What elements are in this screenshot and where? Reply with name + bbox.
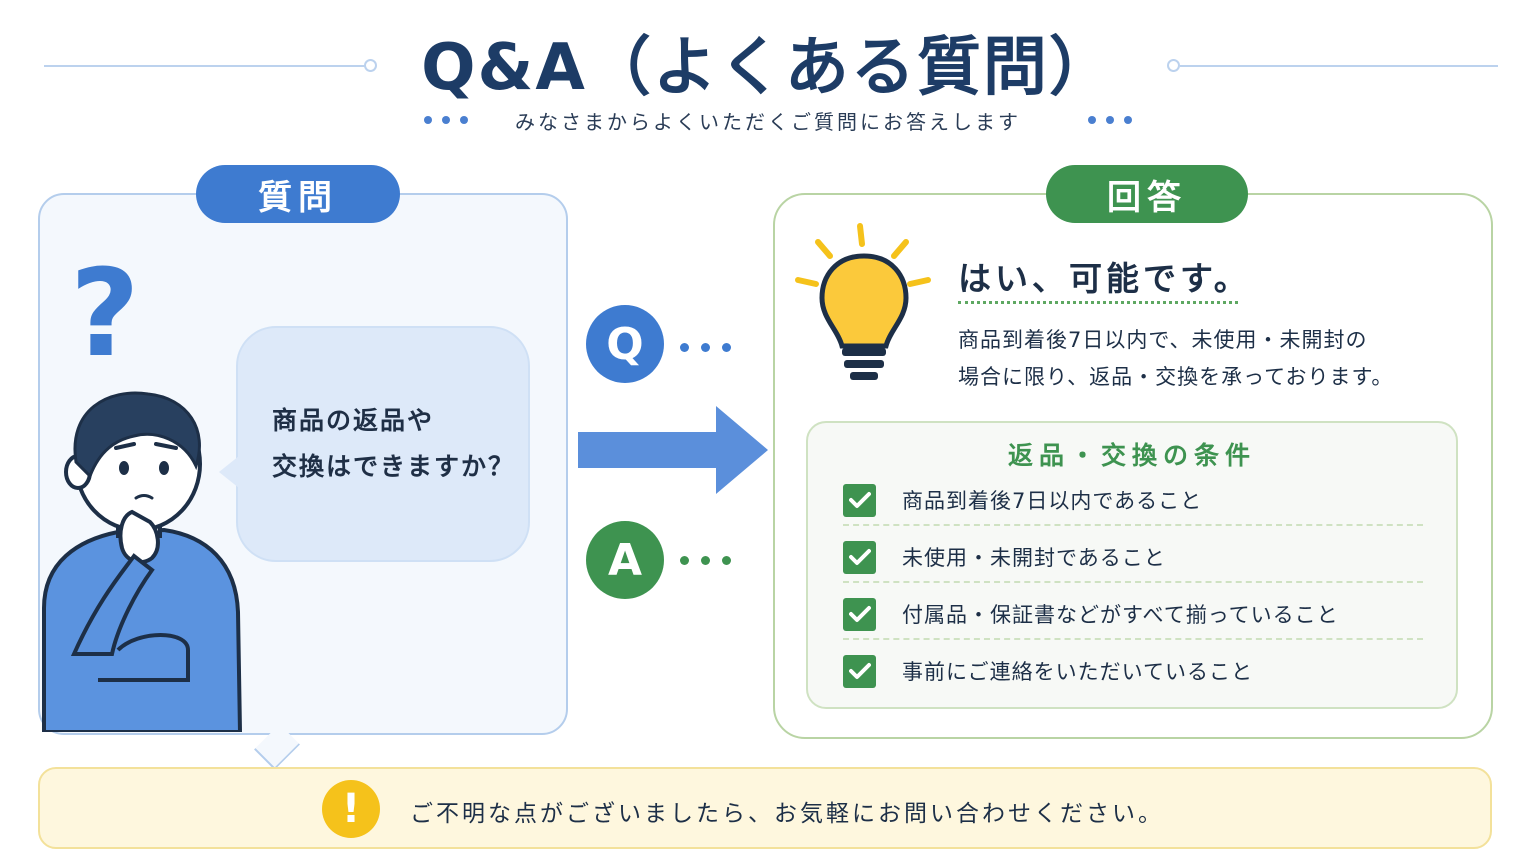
subtitle-dots-left	[424, 116, 468, 124]
question-text: 商品の返品や 交換はできますか？	[272, 398, 522, 490]
checkmark-icon	[843, 483, 876, 517]
footer-notice-banner	[38, 767, 1492, 849]
subtitle-dots-right	[1088, 116, 1132, 124]
condition-text: 事前にご連絡をいただいていること	[902, 660, 1253, 684]
a-dots	[680, 556, 731, 565]
checkmark-icon	[843, 597, 876, 631]
title-line-left	[44, 65, 366, 67]
speech-bubble-tail	[219, 456, 239, 488]
title-dot-right	[1167, 59, 1180, 72]
question-mark-icon: ?	[70, 245, 140, 384]
answer-body-line2: 場合に限り、返品・交換を承っております。	[958, 365, 1394, 389]
checkmark-icon	[843, 540, 876, 574]
conditions-box	[806, 421, 1458, 709]
title-line-right	[1180, 65, 1498, 67]
condition-item: 付属品・保証書などがすべて揃っていること	[843, 590, 1423, 640]
question-text-line1: 商品の返品や	[272, 406, 435, 435]
answer-headline: はい、可能です。	[958, 259, 1251, 298]
conditions-title: 返品・交換の条件	[1007, 441, 1256, 470]
page-subtitle: みなさまからよくいただくご質問にお答えします	[515, 110, 1021, 134]
arrow-right-icon	[578, 406, 768, 494]
condition-item: 事前にご連絡をいただいていること	[843, 646, 1423, 696]
question-speech-bubble	[236, 326, 530, 562]
question-text-line2: 交換はできますか？	[272, 452, 516, 481]
answer-tab: 回答	[1046, 165, 1248, 223]
condition-item: 未使用・未開封であること	[843, 533, 1423, 583]
answer-body: 商品到着後7日以内で、未使用・未開封の 場合に限り、返品・交換を承っております。	[958, 322, 1458, 396]
exclamation-icon: !	[322, 780, 380, 838]
checkmark-icon	[843, 654, 876, 688]
a-badge: A	[586, 521, 664, 599]
question-tab: 質問	[196, 165, 400, 223]
q-dots	[680, 343, 731, 352]
condition-text: 商品到着後7日以内であること	[902, 489, 1203, 513]
title-dot-left	[364, 59, 377, 72]
lightbulb-icon	[795, 223, 931, 380]
answer-body-line1: 商品到着後7日以内で、未使用・未開封の	[958, 328, 1368, 352]
page-title: Q&A（よくある質問）	[421, 31, 1115, 105]
footer-text: ご不明な点がございましたら、お気軽にお問い合わせください。	[410, 801, 1164, 827]
condition-text: 未使用・未開封であること	[902, 546, 1166, 570]
headline-underline	[958, 301, 1238, 304]
q-badge: Q	[586, 305, 664, 383]
condition-item: 商品到着後7日以内であること	[843, 476, 1423, 526]
condition-text: 付属品・保証書などがすべて揃っていること	[902, 603, 1339, 627]
thinking-person-icon	[42, 391, 243, 732]
